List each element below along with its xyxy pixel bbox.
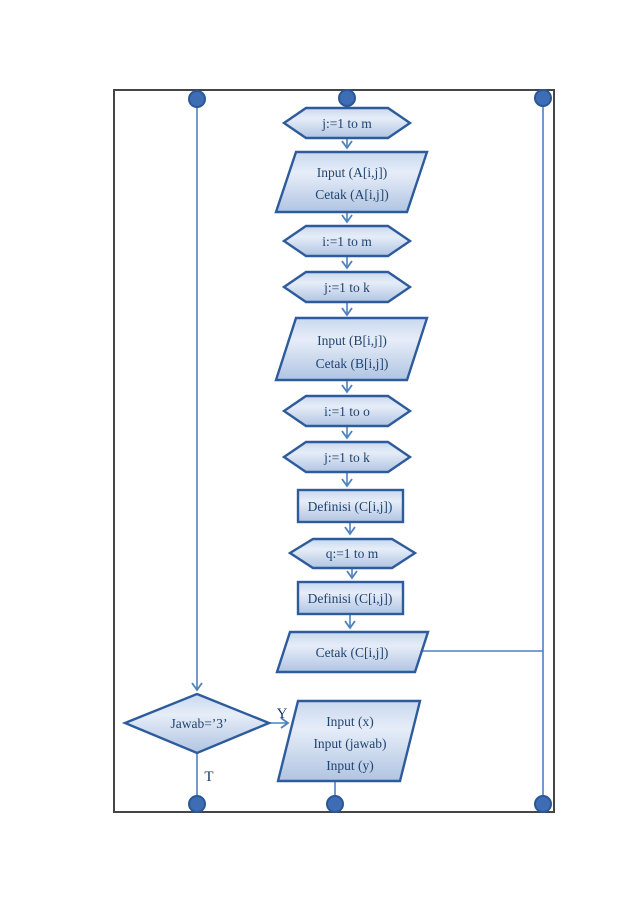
connector-circle-bottom-center bbox=[326, 795, 344, 813]
node-label-line1: Input (x) bbox=[326, 714, 374, 729]
parallelogram-io-shape bbox=[275, 630, 430, 674]
flow-node-loop-j-to-m: j:=1 to m bbox=[281, 106, 413, 140]
connector-circle-bottom-right bbox=[534, 795, 552, 813]
rectangle-process-shape bbox=[296, 580, 405, 616]
connector-circle-top-right bbox=[534, 89, 552, 107]
branch-label-yes: Y bbox=[277, 706, 288, 722]
flow-node-io-cetak-c: Cetak (C[i,j]) bbox=[275, 630, 430, 674]
node-label: i:=1 to o bbox=[324, 404, 370, 419]
connector-circle-top-left bbox=[188, 90, 206, 108]
node-label: j:=1 to m bbox=[321, 116, 372, 131]
node-label: Cetak (C[i,j]) bbox=[316, 645, 389, 660]
node-label: q:=1 to m bbox=[326, 546, 379, 561]
flow-node-loop-i-to-o: i:=1 to o bbox=[281, 394, 413, 428]
hexagon-loop-shape bbox=[281, 106, 413, 140]
hexagon-loop-shape bbox=[281, 224, 413, 258]
flow-node-io-input-xy: Input (x) Input (jawab) Input (y) bbox=[276, 699, 422, 783]
node-label-line2: Cetak (A[i,j]) bbox=[315, 187, 388, 202]
node-label: j:=1 to k bbox=[323, 450, 370, 465]
flow-edges bbox=[191, 98, 544, 797]
flow-node-loop-j-to-k-1: j:=1 to k bbox=[281, 270, 413, 304]
flow-node-loop-i-to-m: i:=1 to m bbox=[281, 224, 413, 258]
flow-node-decision-jawab: Jawab=’3’ bbox=[121, 692, 273, 755]
rectangle-process-shape bbox=[296, 488, 405, 524]
flow-node-loop-q-to-m: q:=1 to m bbox=[287, 537, 418, 570]
node-label: Definisi (C[i,j]) bbox=[308, 499, 393, 514]
branch-label-no: T bbox=[204, 769, 213, 785]
flow-node-process-definisi-2: Definisi (C[i,j]) bbox=[296, 580, 405, 616]
hexagon-loop-shape bbox=[281, 440, 413, 474]
node-label-line1: Input (A[i,j]) bbox=[317, 165, 387, 180]
hexagon-loop-shape bbox=[281, 394, 413, 428]
flow-node-loop-j-to-k-2: j:=1 to k bbox=[281, 440, 413, 474]
connector-circles bbox=[188, 89, 552, 813]
hexagon-loop-shape bbox=[281, 270, 413, 304]
node-label-line2: Cetak (B[i,j]) bbox=[316, 356, 389, 371]
parallelogram-io-shape bbox=[274, 150, 429, 214]
flow-node-io-a: Input (A[i,j]) Cetak (A[i,j]) bbox=[274, 150, 429, 214]
node-label-line2: Input (jawab) bbox=[313, 736, 386, 751]
flow-node-io-b: Input (B[i,j]) Cetak (B[i,j]) bbox=[274, 316, 429, 382]
node-label-line3: Input (y) bbox=[326, 758, 374, 773]
flow-node-process-definisi-1: Definisi (C[i,j]) bbox=[296, 488, 405, 524]
parallelogram-io-shape bbox=[274, 316, 429, 382]
parallelogram-io-shape bbox=[276, 699, 422, 783]
node-label: Jawab=’3’ bbox=[170, 716, 227, 731]
connector-circle-bottom-left bbox=[188, 795, 206, 813]
node-label: i:=1 to m bbox=[322, 234, 372, 249]
node-label-line1: Input (B[i,j]) bbox=[317, 333, 387, 348]
diamond-decision-shape bbox=[121, 692, 273, 755]
node-label: j:=1 to k bbox=[323, 280, 370, 295]
hexagon-loop-shape bbox=[287, 537, 418, 570]
node-label: Definisi (C[i,j]) bbox=[308, 591, 393, 606]
connector-circle-top-center bbox=[338, 89, 356, 107]
